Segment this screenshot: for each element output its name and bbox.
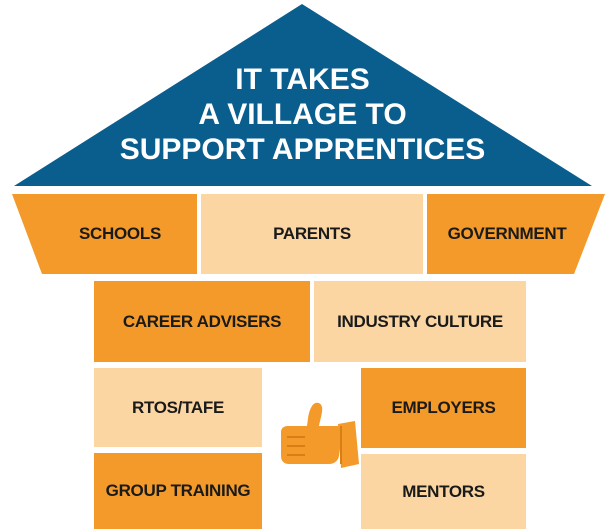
rtos-tafe-label: RTOS/TAFE — [131, 397, 225, 417]
thumbs-up-hand-icon — [281, 402, 359, 468]
beam-label-government: GOVERNMENT — [447, 224, 567, 243]
roof-title-line-1: IT TAKES — [235, 63, 370, 96]
group-training-label: GROUP TRAINING — [105, 481, 251, 500]
mentors-block — [361, 454, 526, 529]
roof-title-line-2: A VILLAGE TO — [198, 98, 407, 131]
employers-block — [361, 368, 526, 448]
group-training-block — [94, 453, 262, 529]
industry-culture-label: INDUSTRY CULTURE — [337, 311, 503, 331]
beam-label-parents: PARENTS — [273, 224, 351, 243]
career-advisers-block — [94, 281, 310, 362]
rtos-tafe-block — [94, 368, 262, 447]
mentors-label: MENTORS — [402, 481, 485, 501]
employers-label: EMPLOYERS — [391, 398, 496, 417]
beam-center-block — [201, 194, 423, 274]
industry-culture-block — [314, 281, 526, 362]
career-advisers-label: CAREER ADVISERS — [122, 311, 282, 331]
roof — [14, 4, 592, 186]
beam-label-schools: SCHOOLS — [79, 224, 161, 243]
roof-title-line-3: SUPPORT APPRENTICES — [119, 133, 486, 166]
